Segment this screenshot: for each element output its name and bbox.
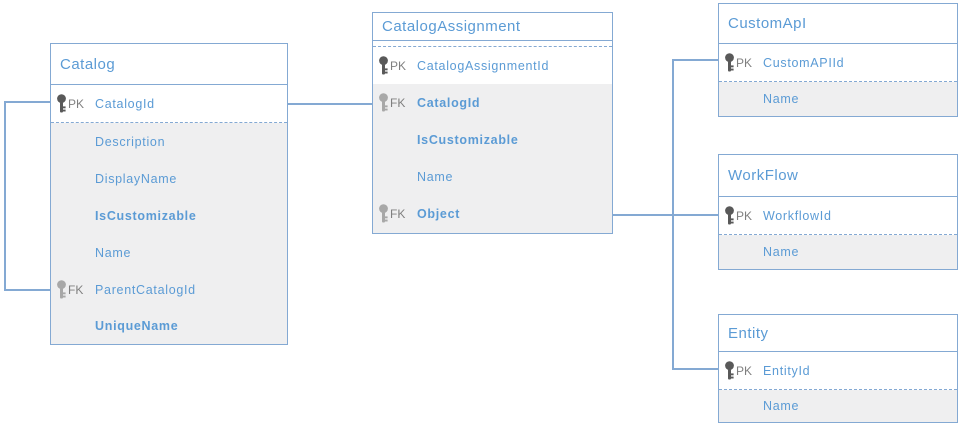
column-name: Name (763, 245, 800, 259)
connector-catalog-self-reference-bottom (4, 289, 50, 291)
column-name: IsCustomizable (95, 208, 197, 223)
table-title: CustomApI (719, 4, 957, 44)
primary-key-icon (54, 93, 68, 114)
table-row: FK ParentCatalogId (51, 271, 287, 308)
key-type-label: FK (68, 282, 84, 297)
column-name: ParentCatalogId (95, 282, 196, 297)
key-type-label: PK (390, 58, 407, 73)
table-row: IsCustomizable (51, 197, 287, 234)
table-entity[interactable]: Entity PK EntityId Name (718, 314, 958, 423)
key-type-label: PK (68, 96, 85, 111)
key-type-label: PK (736, 55, 753, 70)
table-row: Description (51, 123, 287, 160)
column-name: UniqueName (95, 319, 179, 333)
table-row: Name (719, 235, 957, 269)
column-name: Object (417, 207, 461, 221)
table-catalog[interactable]: Catalog PK CatalogId Description Display… (50, 43, 288, 345)
key-type-label: FK (390, 95, 406, 110)
column-name: Name (763, 92, 800, 106)
key-type-label: PK (736, 363, 753, 378)
column-name: CatalogId (417, 95, 481, 110)
column-name: Name (95, 245, 132, 260)
table-row: FK CatalogId (373, 84, 612, 121)
table-row: UniqueName (51, 308, 287, 344)
table-catalog-assignment[interactable]: CatalogAssignment PK CatalogAssignmentId… (372, 12, 613, 234)
table-row: Name (719, 390, 957, 422)
table-custom-api[interactable]: CustomApI PK CustomAPIId Name (718, 3, 958, 117)
column-name: Name (763, 399, 800, 413)
column-name: CatalogAssignmentId (417, 58, 550, 73)
connector-branch-to-entity (672, 368, 718, 370)
table-row: FK Object (373, 195, 612, 233)
table-title: Catalog (51, 44, 287, 85)
column-name: Description (95, 134, 166, 149)
foreign-key-icon (376, 92, 390, 113)
table-row: IsCustomizable (373, 121, 612, 158)
table-row: PK CatalogId (51, 85, 287, 123)
table-workflow[interactable]: WorkFlow PK WorkflowId Name (718, 154, 958, 270)
column-name: IsCustomizable (417, 132, 519, 147)
table-title-text: Catalog (60, 55, 116, 73)
table-row: Name (719, 82, 957, 116)
table-title: WorkFlow (719, 155, 957, 197)
connector-catalogassignment-to-workflow (613, 214, 718, 216)
table-title-text: CatalogAssignment (382, 18, 521, 35)
table-row: DisplayName (51, 160, 287, 197)
column-name: WorkflowId (763, 208, 832, 223)
primary-key-icon (376, 55, 390, 76)
connector-branch-to-customapi (672, 59, 718, 61)
connector-catalog-self-reference-vertical (4, 101, 6, 290)
key-type-label: PK (736, 208, 753, 223)
table-row: PK EntityId (719, 352, 957, 390)
primary-key-icon (722, 205, 736, 226)
column-name: CustomAPIId (763, 55, 845, 70)
foreign-key-icon (376, 204, 390, 224)
connector-object-branch-trunk (672, 59, 674, 369)
primary-key-icon (722, 360, 736, 381)
column-name: Name (417, 169, 454, 184)
header-separator (373, 41, 612, 47)
column-name: EntityId (763, 363, 811, 378)
table-title-text: WorkFlow (728, 167, 799, 184)
table-row: PK CatalogAssignmentId (373, 47, 612, 84)
table-row: Name (51, 234, 287, 271)
connector-catalog-self-reference-top (4, 101, 50, 103)
table-row: Name (373, 158, 612, 195)
column-name: DisplayName (95, 171, 178, 186)
primary-key-icon (722, 52, 736, 73)
table-row: PK CustomAPIId (719, 44, 957, 82)
connector-catalog-to-catalogassignment (288, 103, 372, 105)
key-type-label: FK (390, 207, 406, 221)
column-name: CatalogId (95, 96, 155, 111)
table-title-text: Entity (728, 324, 769, 342)
foreign-key-icon (54, 279, 68, 300)
table-title: Entity (719, 315, 957, 352)
table-row: PK WorkflowId (719, 197, 957, 235)
table-title-text: CustomApI (728, 15, 807, 32)
table-title: CatalogAssignment (373, 13, 612, 41)
